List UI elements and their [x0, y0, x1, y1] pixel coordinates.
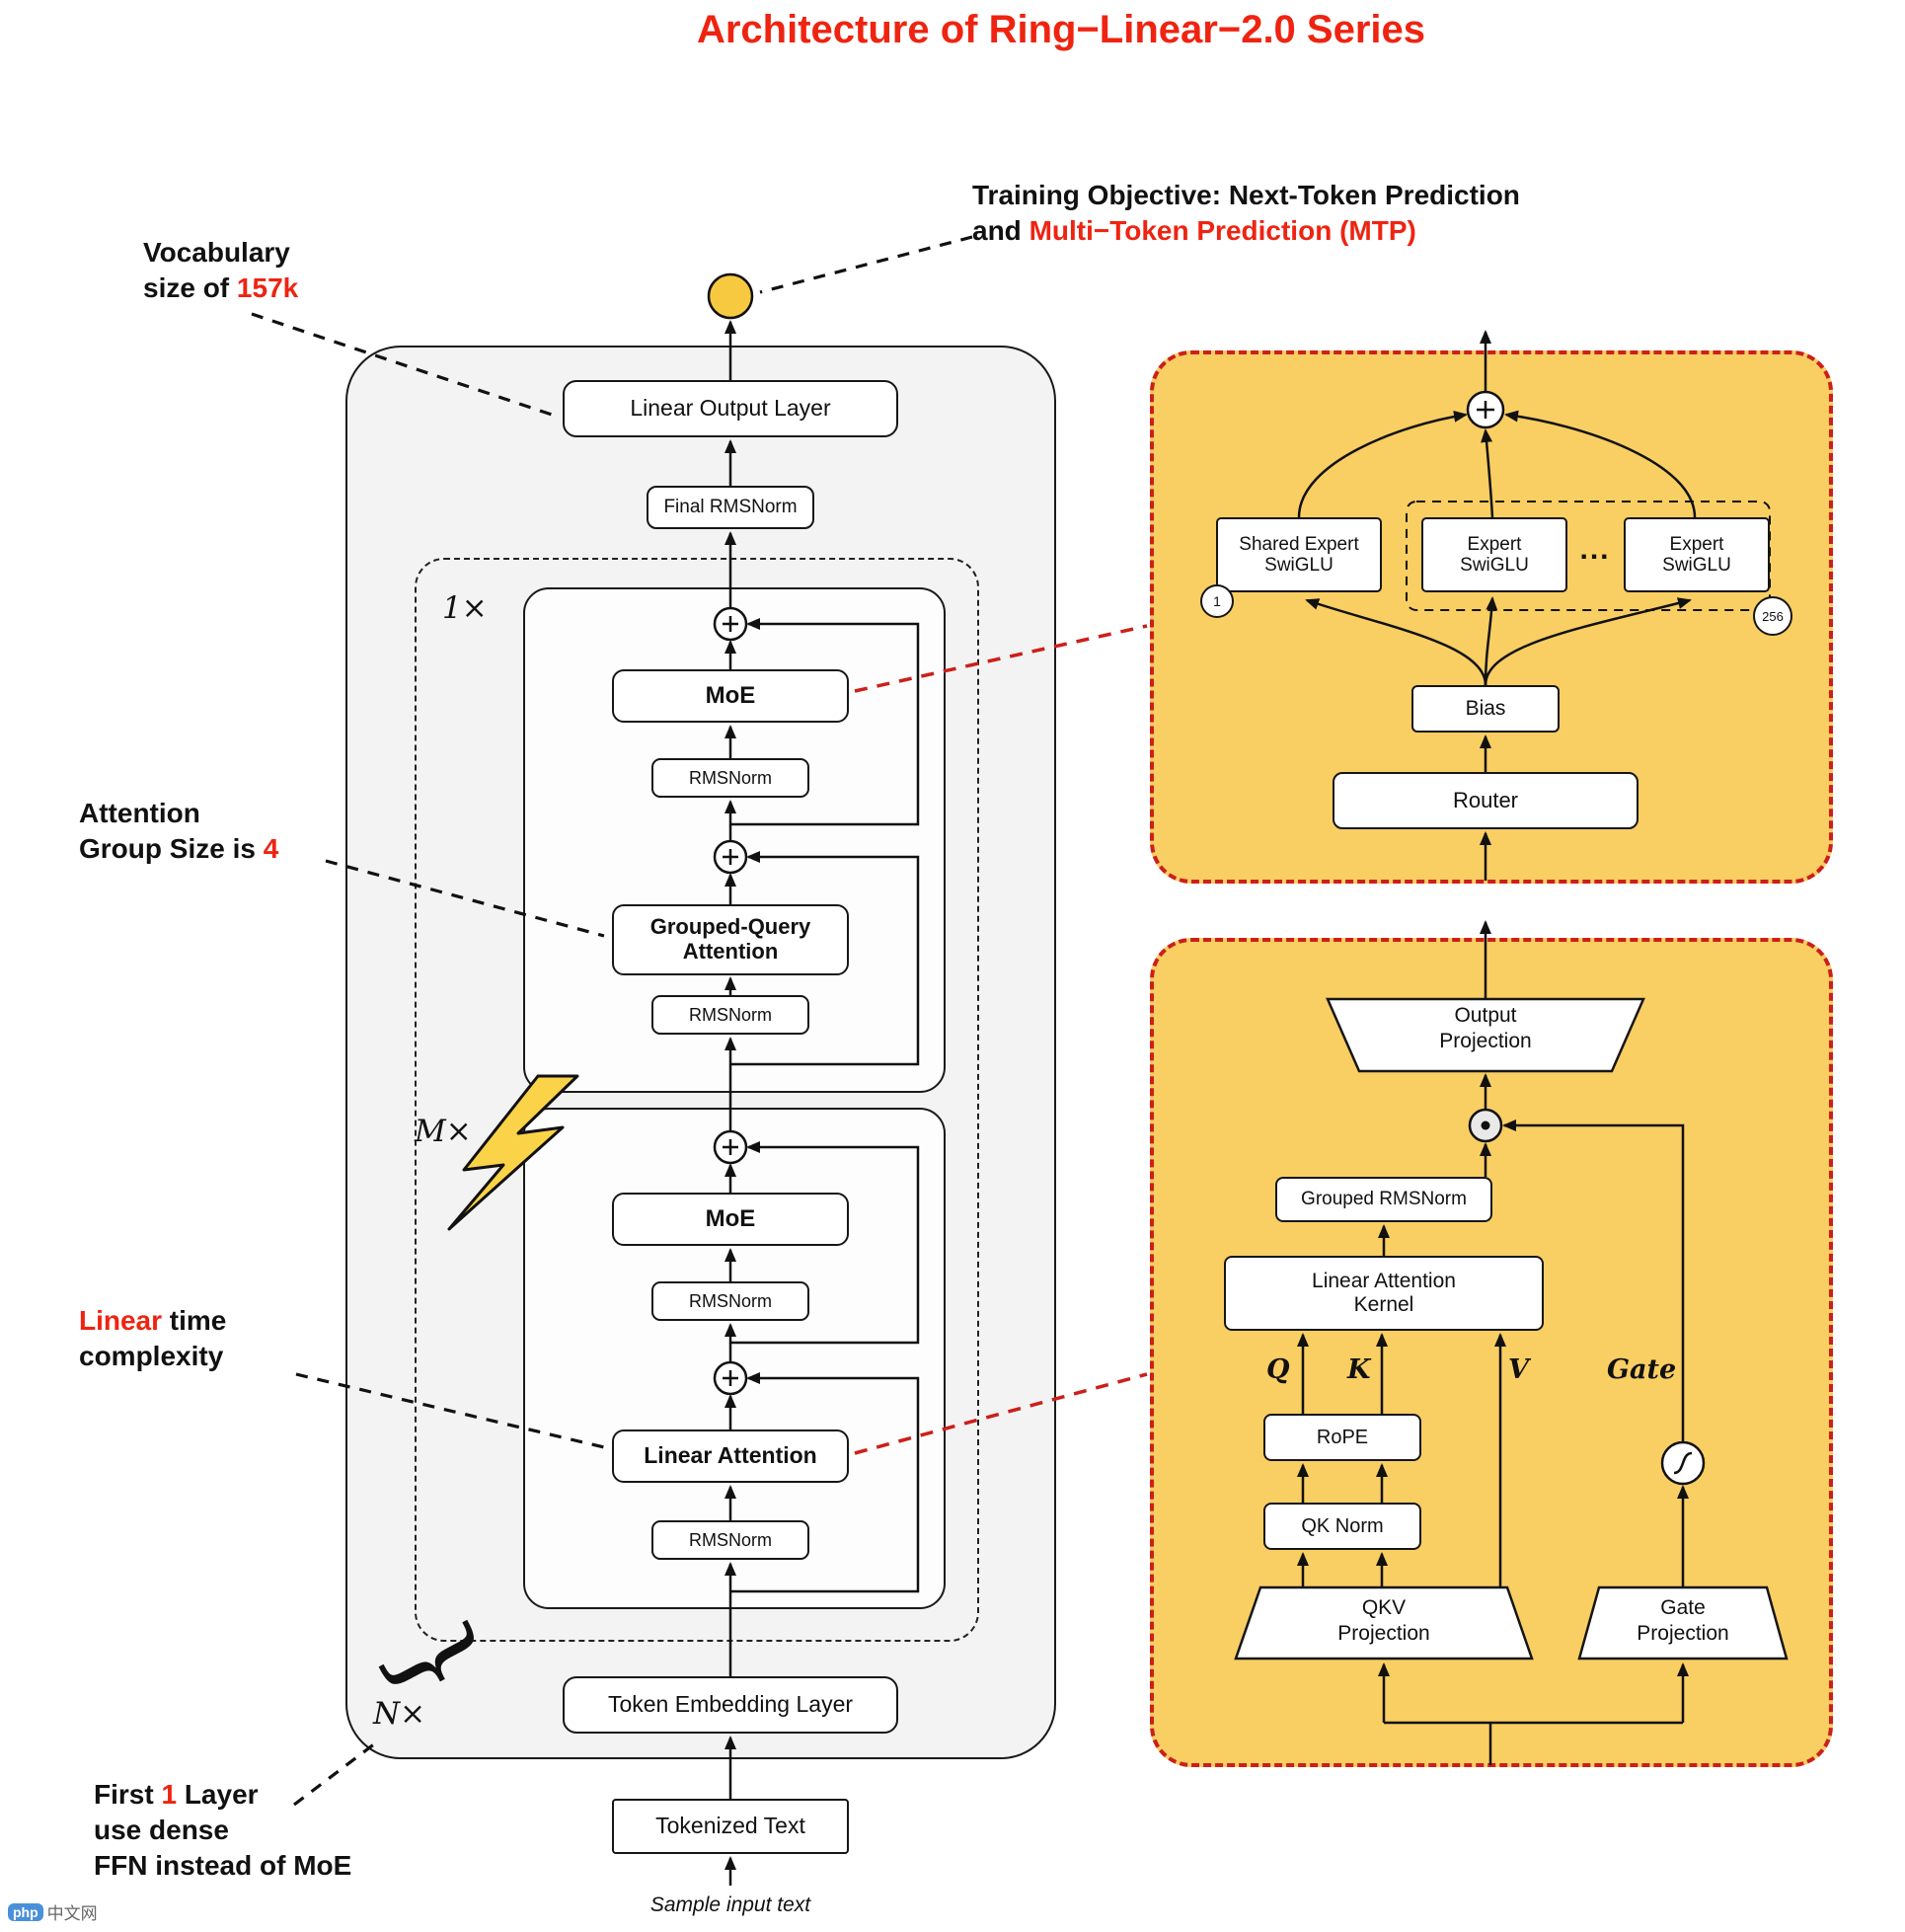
rmsnorm-box-2b: RMSNorm: [651, 1520, 809, 1560]
residual-skip-lines: [730, 618, 920, 1593]
rmsnorm-box-1b: RMSNorm: [651, 995, 809, 1035]
token-embedding-layer: Token Embedding Layer: [563, 1676, 898, 1734]
linear-attention-kernel-box: Linear Attention Kernel: [1224, 1256, 1544, 1331]
tokenized-text-box: Tokenized Text: [612, 1799, 849, 1854]
rope-box: RoPE: [1263, 1414, 1421, 1461]
mtp-highlight: Multi−Token Prediction (MTP): [1029, 215, 1416, 246]
output-token-node: [707, 272, 754, 320]
expert-index-last: 256: [1753, 596, 1792, 636]
gate-label: Gate: [1607, 1354, 1677, 1385]
gate-projection-shape: [1577, 1585, 1789, 1661]
watermark-text: 中文网: [46, 1904, 98, 1923]
qkv-projection-label: QKV Projection: [1337, 1596, 1430, 1645]
la-panel-arrows: [1297, 920, 1689, 1765]
moe-box-2: MoE: [612, 1193, 849, 1246]
grouped-query-attention-box: Grouped-Query Attention: [612, 904, 849, 975]
experts-ellipsis: ...: [1579, 533, 1611, 566]
bias-box: Bias: [1411, 685, 1560, 733]
router-box: Router: [1333, 772, 1638, 829]
zoom-dashed-lines: [854, 624, 1148, 1455]
grouped-rmsnorm-box: Grouped RMSNorm: [1275, 1177, 1492, 1222]
group-size-value: 4: [263, 833, 279, 864]
qk-norm-box: QK Norm: [1263, 1503, 1421, 1550]
v-label: V: [1508, 1354, 1529, 1385]
block-nx-multiplier: N×: [373, 1696, 426, 1732]
lightning-icon: [447, 1074, 579, 1231]
experts-dashed-box: [1406, 501, 1771, 611]
output-projection-label: Output Projection: [1439, 1004, 1532, 1052]
block-1x-multiplier: 1×: [442, 590, 488, 626]
linear-highlight: Linear: [79, 1305, 163, 1336]
annotation-linear-time: Linear time complexity: [79, 1305, 227, 1371]
expert-swiglu-box-1: Expert SwiGLU: [1421, 517, 1567, 592]
residual-add-icon: [713, 1129, 748, 1165]
first-layer-count: 1: [161, 1779, 178, 1810]
sample-input-text: Sample input text: [649, 1893, 811, 1916]
annotation-first-layer: First 1 Layer use dense FFN instead of M…: [94, 1779, 352, 1881]
qkv-projection-shape: [1234, 1585, 1534, 1661]
linear-attention-box: Linear Attention: [612, 1430, 849, 1483]
rmsnorm-box-1a: RMSNorm: [651, 758, 809, 798]
final-rmsnorm: Final RMSNorm: [647, 486, 814, 529]
sigmoid-icon: [1660, 1440, 1706, 1486]
page-title: Architecture of Ring−Linear−2.0 Series: [696, 8, 1426, 51]
annotation-dashed-lines: [251, 235, 973, 1807]
annotation-attention-group: Attention Group Size is 4: [79, 798, 279, 864]
q-label: Q: [1266, 1354, 1290, 1385]
elementwise-product-icon: [1468, 1108, 1503, 1143]
output-projection-shape: [1326, 997, 1645, 1073]
residual-add-icon: [713, 839, 748, 875]
site-watermark: php 中文网: [8, 1899, 98, 1924]
expert-index-first: 1: [1200, 584, 1234, 618]
residual-add-icon: [713, 1360, 748, 1396]
vocab-size-value: 157k: [236, 272, 299, 303]
shared-expert-swiglu-box: Shared Expert SwiGLU: [1216, 517, 1382, 592]
expert-swiglu-box-2: Expert SwiGLU: [1624, 517, 1770, 592]
k-label: K: [1347, 1354, 1371, 1385]
residual-add-icon: [713, 606, 748, 642]
annotation-vocabulary: Vocabulary size of 157k: [143, 237, 299, 303]
moe-box-1: MoE: [612, 669, 849, 723]
sum-icon: [1466, 390, 1505, 429]
repeat-group-dashed-box: [415, 558, 979, 1642]
rmsnorm-box-2a: RMSNorm: [651, 1281, 809, 1321]
linear-output-layer: Linear Output Layer: [563, 380, 898, 437]
annotation-training-objective: Training Objective: Next-Token Predictio…: [972, 180, 1520, 246]
block-mx-multiplier: M×: [415, 1114, 472, 1149]
gate-projection-label: Gate Projection: [1637, 1596, 1729, 1645]
watermark-logo: php: [8, 1902, 43, 1921]
